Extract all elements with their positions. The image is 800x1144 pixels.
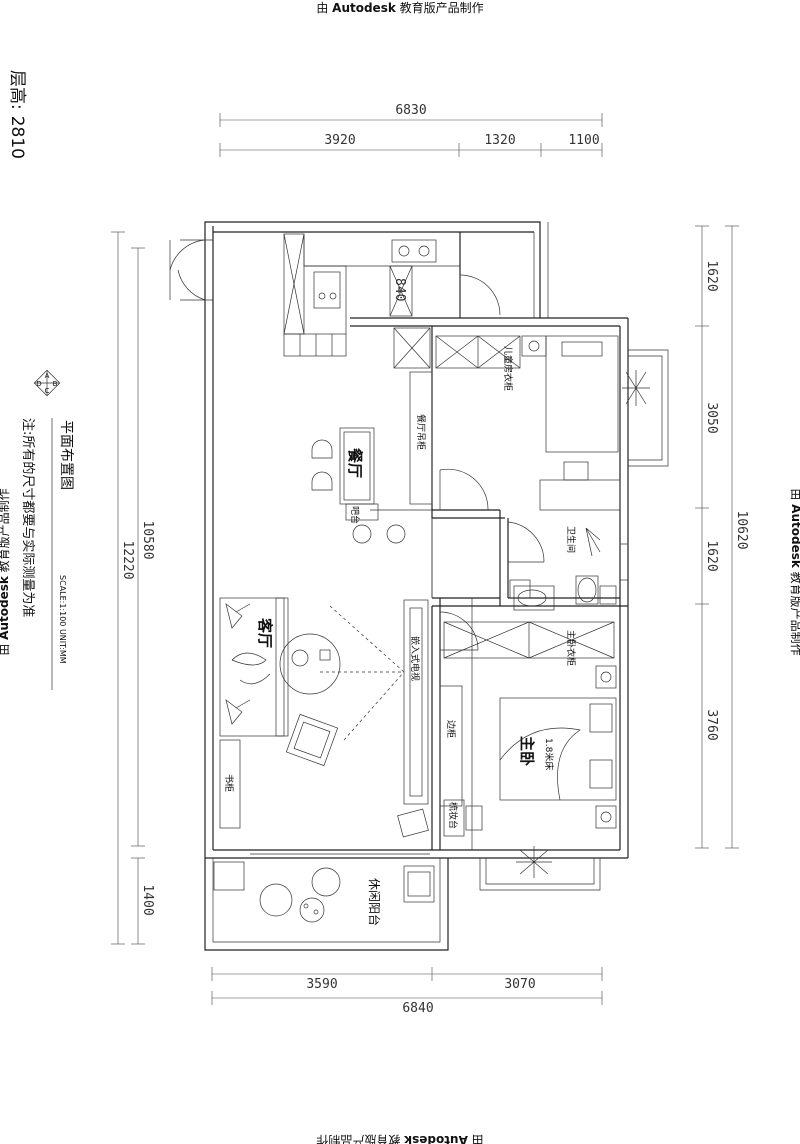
svg-text:B: B — [53, 380, 58, 388]
dim-right-total: 10620 — [734, 510, 749, 549]
side-table — [299, 897, 325, 923]
plan-title: 平面布置图 — [58, 420, 74, 490]
dining-sideboard — [409, 371, 433, 505]
dim-top-seg-3: 1100 — [568, 133, 599, 148]
room-label-bathroom: 卫生间 — [565, 526, 577, 553]
dining-area: 餐厅 餐厅吊柜 吧台 — [311, 371, 433, 544]
lounge-chair-icon — [311, 867, 341, 897]
dim-bottom-seg-1: 3590 — [306, 977, 337, 992]
label-master-wardrobe: 主卧衣柜 — [565, 630, 577, 666]
label-bed-size: 1.8米床 — [543, 738, 555, 770]
sofa — [219, 597, 285, 737]
dim-bottom-seg-2: 3070 — [504, 977, 535, 992]
living-room: 客厅 嵌入式电视 书柜 — [219, 597, 429, 838]
dim-right-seg-4: 3760 — [704, 709, 719, 740]
cushion-icon — [225, 699, 251, 725]
master-bed — [499, 697, 617, 801]
embedded-tv — [403, 599, 429, 805]
compass-icon: A B C D — [33, 369, 61, 397]
kids-room: 儿童房衣柜 — [435, 335, 650, 511]
right-dimensions: 1620 3050 1620 3760 10620 — [695, 225, 749, 849]
bar-stool-icon — [352, 524, 372, 544]
shower-icon — [585, 527, 601, 557]
cushion-icon — [225, 603, 251, 629]
label-kids-wardrobe: 儿童房衣柜 — [502, 346, 514, 391]
bookcase — [219, 739, 241, 829]
dim-right-seg-2: 3050 — [704, 402, 719, 433]
svg-text:D: D — [36, 380, 41, 388]
kitchen: 840 — [283, 233, 460, 369]
doors — [169, 239, 545, 651]
dim-left-inner: 10580 — [140, 520, 155, 559]
toilet-icon — [575, 575, 599, 605]
lounge-chair-icon — [259, 883, 293, 917]
svg-text:C: C — [45, 387, 50, 395]
armchair — [285, 713, 339, 767]
dim-top-seg-2: 1320 — [484, 133, 515, 148]
dresser — [443, 799, 465, 837]
label-bookcase: 书柜 — [223, 774, 235, 792]
watermark-right: 由 Autodesk 教育版产品制作 — [789, 488, 800, 655]
floor-height: 层高:2810 — [7, 70, 27, 159]
plan-scale: SCALE:1:100 UNIT:MM — [58, 575, 67, 664]
walls — [180, 221, 669, 951]
dim-bottom-total: 6840 — [402, 1001, 433, 1016]
room-label-master-bedroom: 主卧 — [518, 736, 536, 766]
stove-icon — [391, 239, 437, 263]
dim-right-seg-1: 1620 — [704, 260, 719, 291]
notes-block: 平面布置图 注:所有的尺寸都要与实际测量为准 SCALE:1:100 UNIT:… — [20, 369, 74, 690]
sink-icon — [313, 271, 341, 309]
dresser-stool — [465, 805, 483, 831]
coffee-table — [279, 633, 341, 695]
bottom-dimensions: 3590 3070 6840 — [211, 967, 603, 1016]
kids-bed — [545, 335, 619, 453]
dim-left-balcony: 1400 — [140, 884, 155, 915]
label-dresser: 梳妆台 — [447, 802, 459, 829]
person-icon — [231, 652, 271, 685]
dining-chair-icon — [311, 439, 333, 459]
watermark-left: 由 Autodesk 教育版产品制作 — [0, 488, 11, 655]
label-side-cabinet: 边柜 — [445, 720, 457, 738]
room-label-dining: 餐厅 — [346, 448, 364, 478]
bar-counter — [345, 503, 379, 521]
leisure-balcony: 休闲阳台 — [213, 861, 435, 926]
plant-icon — [516, 846, 552, 878]
watermark-top: 由 Autodesk 教育版产品制作 — [316, 0, 483, 15]
bar-stool-icon — [386, 524, 406, 544]
room-label-leisure-balcony: 休闲阳台 — [367, 878, 382, 926]
dim-kitchen-counter: 840 — [392, 278, 407, 301]
room-label-living: 客厅 — [256, 617, 274, 648]
side-cabinet — [439, 685, 463, 807]
left-dimensions: 10580 12220 1400 — [111, 231, 155, 945]
watermark-bottom: 由 Autodesk 教育版产品制作 — [316, 1133, 483, 1144]
dim-right-seg-3: 1620 — [704, 540, 719, 571]
label-embedded-tv: 嵌入式电视 — [409, 636, 421, 681]
dim-top-seg-1: 3920 — [324, 133, 355, 148]
svg-text:A: A — [45, 372, 50, 380]
bathroom: 卫生间 — [509, 526, 628, 611]
label-bar-counter: 吧台 — [349, 506, 361, 524]
label-dining-sideboard: 餐厅吊柜 — [415, 414, 427, 450]
dim-left-outer: 12220 — [120, 540, 135, 579]
master-bedroom: 主卧衣柜 边柜 主卧 1.8米床 梳妆台 — [439, 621, 617, 878]
dining-chair-icon — [311, 471, 333, 491]
dim-top-total: 6830 — [395, 103, 426, 118]
plan-note: 注:所有的尺寸都要与实际测量为准 — [20, 418, 36, 617]
plant-icon — [622, 370, 650, 406]
top-dimensions: 6830 3920 1320 1100 — [219, 103, 603, 157]
